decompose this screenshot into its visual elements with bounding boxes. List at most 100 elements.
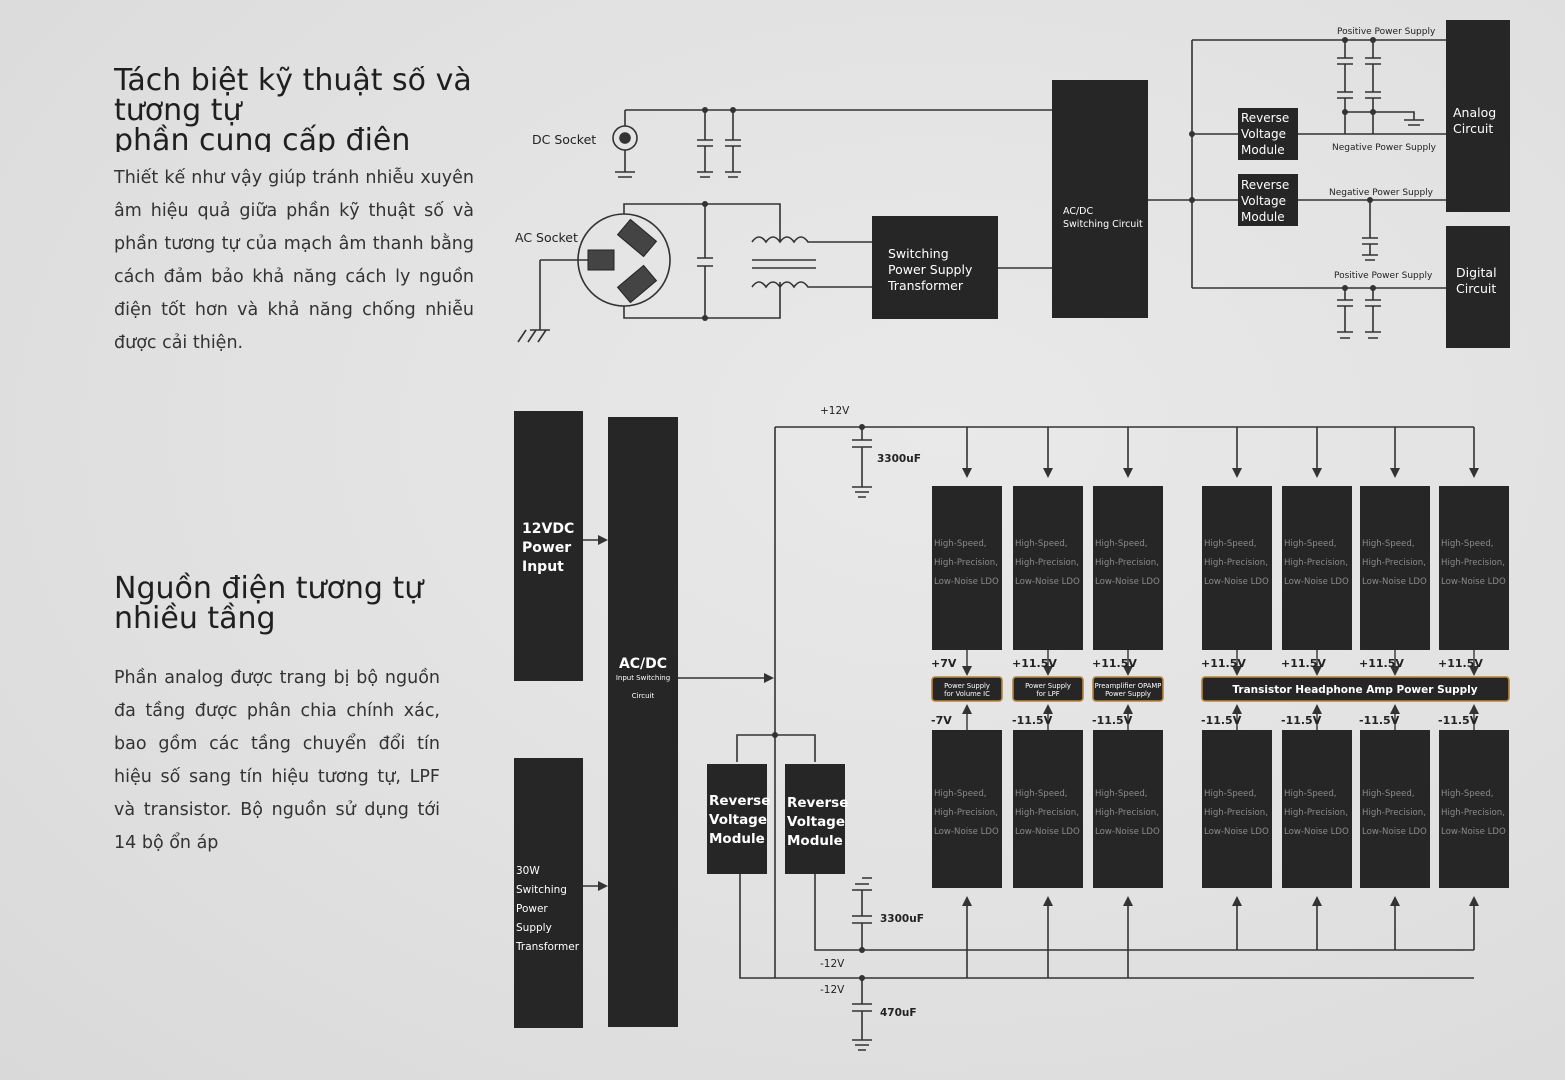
supply-label: for LPF xyxy=(1036,690,1059,698)
reverse-module-label: Reverse xyxy=(709,793,770,809)
supply-label: Power Supply xyxy=(1025,682,1071,690)
section1-title: Tách biệt kỹ thuật số và tương tự phần c… xyxy=(114,66,504,152)
reverse-module-label: Module xyxy=(709,831,765,847)
ldo-label: Low-Noise LDO xyxy=(1204,577,1269,587)
ldo-label: High-Precision, xyxy=(1015,558,1079,568)
ldo-label: High-Speed, xyxy=(1441,789,1494,799)
supply-label: Power Supply xyxy=(944,682,990,690)
rail-neg-label: -12V xyxy=(820,958,845,970)
ldo-label: High-Precision, xyxy=(1015,808,1079,818)
input-30w-label: Switching xyxy=(516,884,567,896)
ldo-label: Low-Noise LDO xyxy=(934,827,999,837)
voltage-label: +11.5V xyxy=(1281,657,1326,670)
cap-470-label: 470uF xyxy=(880,1007,917,1019)
ldo-block-upper xyxy=(1282,486,1352,650)
ldo-label: High-Speed, xyxy=(1095,789,1148,799)
supply-label-bar xyxy=(1092,676,1164,702)
ldo-label: High-Speed, xyxy=(1441,539,1494,549)
ldo-label: Low-Noise LDO xyxy=(1095,577,1160,587)
rail-pos-label: +12V xyxy=(820,405,850,417)
reverse-module-label: Module xyxy=(787,833,843,849)
ldo-label: High-Speed, xyxy=(1204,539,1257,549)
reverse-module-block-b xyxy=(785,764,845,874)
ldo-block-upper xyxy=(932,486,1002,650)
reverse-module-label: Voltage xyxy=(1241,127,1286,141)
ldo-label: High-Speed, xyxy=(1204,789,1257,799)
reverse-module-block-a xyxy=(707,764,767,874)
d2-junctions xyxy=(772,424,865,981)
positive-supply-label: Positive Power Supply xyxy=(1337,27,1436,37)
ldo-block-lower xyxy=(1282,730,1352,888)
ldo-label: Low-Noise LDO xyxy=(1441,827,1506,837)
ldo-label: Low-Noise LDO xyxy=(1362,577,1427,587)
transformer-label: Power Supply xyxy=(888,262,973,277)
supply-label: Preamplifier OPAMP xyxy=(1095,682,1162,690)
reverse-module-label: Voltage xyxy=(1241,194,1286,208)
input-12v-label: Power xyxy=(522,540,571,556)
rail-neg-label: -12V xyxy=(820,984,845,996)
voltage-label: +11.5V xyxy=(1092,657,1137,670)
ldo-block-upper xyxy=(1202,486,1272,650)
ldo-label: High-Precision, xyxy=(1204,808,1268,818)
supply-label-bar xyxy=(931,676,1003,702)
ldo-label: High-Precision, xyxy=(1362,558,1426,568)
ldo-label: High-Speed, xyxy=(1015,789,1068,799)
isolation-diagram xyxy=(517,39,1446,343)
reverse-module-block-2 xyxy=(1238,174,1298,226)
input-30w-label: Power xyxy=(516,903,548,915)
ac-socket-label: AC Socket xyxy=(515,230,578,245)
transformer-label: Transformer xyxy=(887,278,964,293)
ldo-label: High-Speed, xyxy=(1284,539,1337,549)
ldo-label: High-Speed, xyxy=(1362,789,1415,799)
analog-circuit-label: Analog xyxy=(1453,105,1496,120)
ldo-label: High-Precision, xyxy=(1095,808,1159,818)
ldo-block-lower xyxy=(932,730,1002,888)
section2-title: Nguồn điện tương tự nhiều tầng xyxy=(114,574,474,634)
acdc-label: Switching Circuit xyxy=(1063,219,1143,230)
acdc-input-label: Input Switching xyxy=(616,674,670,682)
transistor-supply-label: Transistor Headphone Amp Power Supply xyxy=(1232,684,1477,696)
reverse-module-label: Voltage xyxy=(709,812,767,828)
input-30w-label: 30W xyxy=(516,865,540,877)
ac-socket-prongs xyxy=(587,218,658,304)
voltage-label: +7V xyxy=(931,657,957,670)
d1-junctions xyxy=(702,37,1376,321)
reverse-module-label: Reverse xyxy=(1241,178,1289,192)
ldo-label: Low-Noise LDO xyxy=(1015,577,1080,587)
ldo-label: High-Precision, xyxy=(934,558,998,568)
voltage-label: +11.5V xyxy=(1359,657,1404,670)
section1-title-line: tương tự xyxy=(114,93,242,128)
ldo-label: High-Speed, xyxy=(934,539,987,549)
transformer-secondary xyxy=(751,281,872,289)
ldo-label: High-Precision, xyxy=(1095,558,1159,568)
transformer-primary xyxy=(751,236,872,244)
ldo-block-lower xyxy=(1202,730,1272,888)
input-30w-label: Transformer xyxy=(515,941,580,953)
ldo-label: Low-Noise LDO xyxy=(1284,827,1349,837)
digital-circuit-label: Circuit xyxy=(1456,281,1496,296)
reverse-module-label: Voltage xyxy=(787,814,845,830)
ldo-block-upper xyxy=(1093,486,1163,650)
ldo-label: High-Precision, xyxy=(1441,558,1505,568)
input-12v-block xyxy=(514,411,583,681)
input-30w-block xyxy=(514,758,583,1028)
ldo-label: High-Speed, xyxy=(1095,539,1148,549)
acdc-label: AC/DC xyxy=(1063,206,1093,217)
ldo-label: Low-Noise LDO xyxy=(1015,827,1080,837)
voltage-label: +11.5V xyxy=(1438,657,1483,670)
d1-labels: DC Socket AC Socket Switching Power Supp… xyxy=(515,27,1497,296)
voltage-label: +11.5V xyxy=(1201,657,1246,670)
transformer-label: Switching xyxy=(888,246,949,261)
reverse-module-label: Reverse xyxy=(787,795,848,811)
section1-title-line: phần cung cấp điện xyxy=(114,123,411,153)
transistor-supply-bar xyxy=(1201,676,1510,702)
acdc-input-block xyxy=(608,417,678,1027)
voltage-label: -11.5V xyxy=(1201,714,1242,727)
dc-socket-label: DC Socket xyxy=(532,132,596,147)
supply-label: for Volume IC xyxy=(944,690,990,698)
voltage-label: -11.5V xyxy=(1359,714,1400,727)
d1-blocks xyxy=(872,20,1510,348)
switching-transformer-block xyxy=(872,216,998,319)
negative-supply-label: Negative Power Supply xyxy=(1329,188,1434,198)
